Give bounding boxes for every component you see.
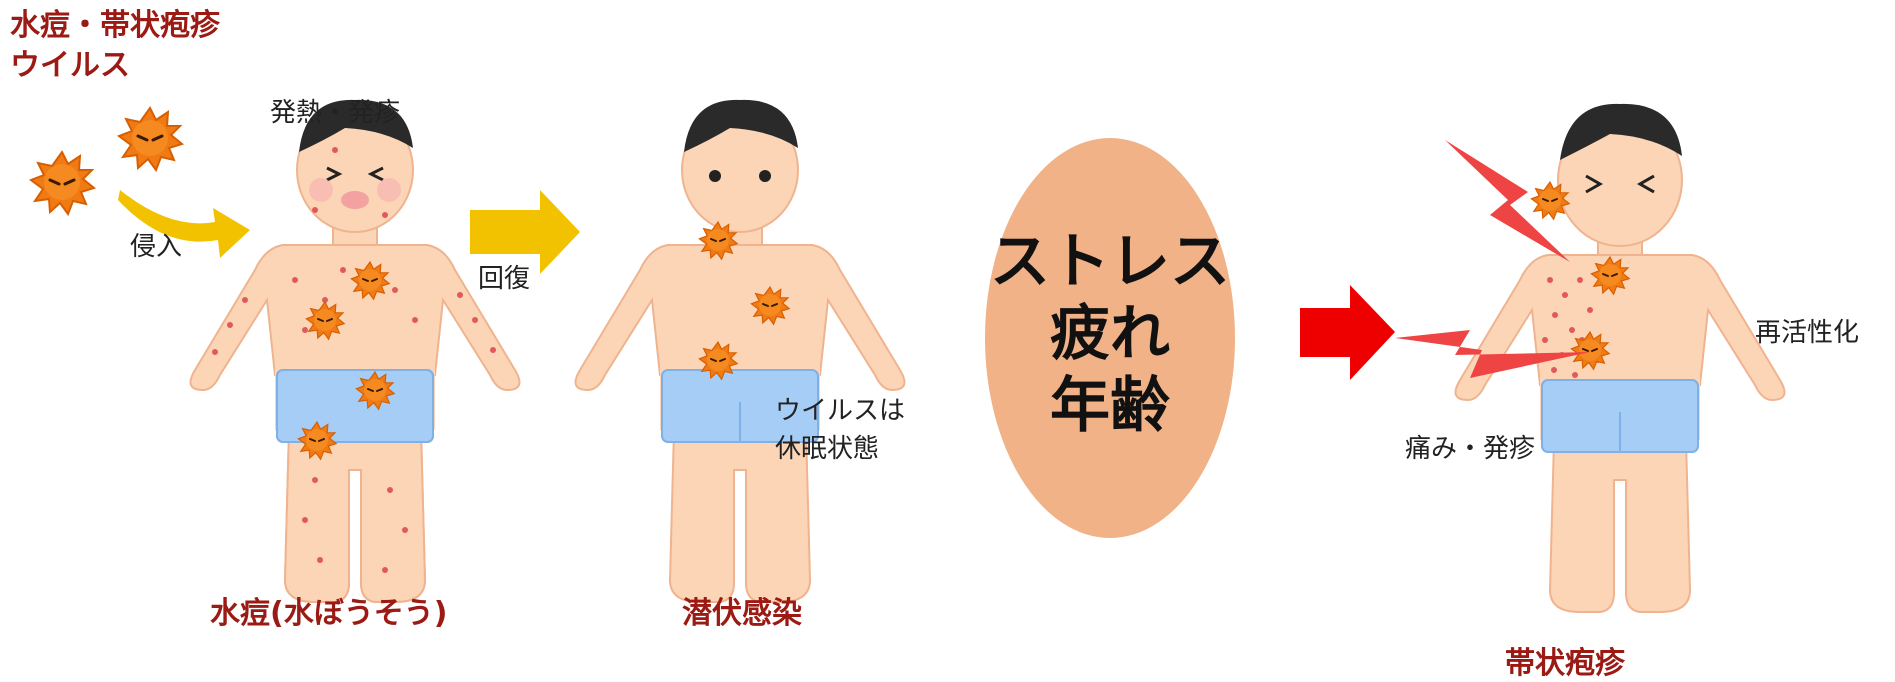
child-figure xyxy=(1454,103,1786,613)
trigger-stress: ストレス xyxy=(990,227,1230,297)
trigger-factors: ストレス 疲れ 年齢 xyxy=(985,226,1235,442)
arrow-right-icon xyxy=(118,190,250,258)
stress-factor-oval xyxy=(985,138,1235,538)
arrow-right-icon xyxy=(470,190,580,274)
fever-rash-label: 発熱・発疹 xyxy=(270,98,401,128)
child-figure xyxy=(189,99,521,603)
stage-caption-chickenpox: 水痘(水ぼうそう) xyxy=(210,596,448,631)
virus-icon xyxy=(117,106,184,172)
virus-title-line1: 水痘・帯状疱疹 xyxy=(10,8,220,43)
dormant-line2: 休眠状態 xyxy=(775,434,880,464)
lightning-icon xyxy=(1445,140,1570,262)
dormant-line1: ウイルスは xyxy=(775,396,906,426)
invasion-label: 侵入 xyxy=(130,232,183,262)
lightning-icon xyxy=(1395,330,1590,378)
reactivation-label: 再活性化 xyxy=(1755,318,1860,348)
recovery-label: 回復 xyxy=(478,264,531,294)
stage-caption-latent: 潜伏感染 xyxy=(682,596,802,631)
arrow-right-icon xyxy=(1300,285,1395,380)
virus-title: 水痘・帯状疱疹 ウイルス xyxy=(10,6,220,86)
trigger-age: 年齢 xyxy=(1050,371,1170,441)
child-figure xyxy=(574,99,906,603)
virus-title-line2: ウイルス xyxy=(10,48,130,83)
virus-icon xyxy=(29,150,96,216)
trigger-fatigue: 疲れ xyxy=(1050,299,1170,369)
dormant-label: ウイルスは 休眠状態 xyxy=(775,392,905,468)
stage-caption-shingles: 帯状疱疹 xyxy=(1505,646,1625,681)
pain-rash-label: 痛み・発疹 xyxy=(1405,434,1536,464)
